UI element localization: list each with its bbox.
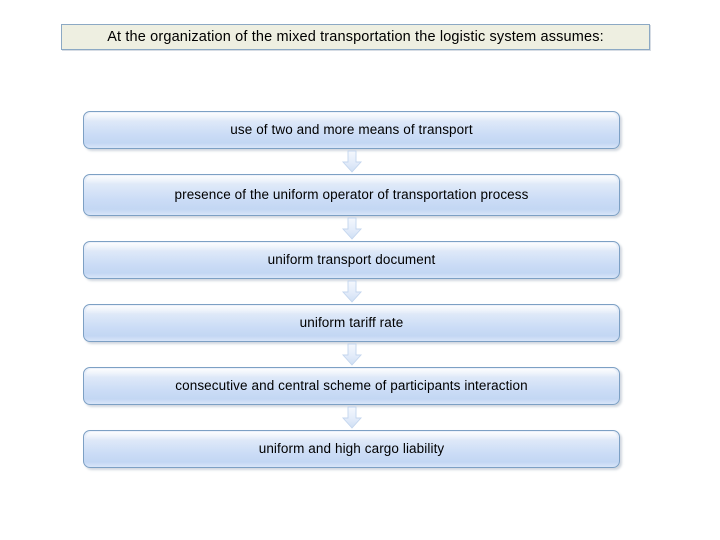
flow-box-label: presence of the uniform operator of tran… <box>174 186 529 202</box>
flow-step-6: uniform and high cargo liability <box>83 430 620 468</box>
flow-connector-4 <box>83 342 620 367</box>
down-arrow-icon <box>341 405 363 430</box>
flow-connector-1 <box>83 149 620 174</box>
flow-box-presence-of-the-uniform-operator[interactable]: presence of the uniform operator of tran… <box>83 174 620 216</box>
flow-step-5: consecutive and central scheme of partic… <box>83 367 620 405</box>
flow-box-uniform-transport-document[interactable]: uniform transport document <box>83 241 620 279</box>
flow-box-label: uniform tariff rate <box>299 314 404 330</box>
flow-step-4: uniform tariff rate <box>83 304 620 342</box>
flow-step-2: presence of the uniform operator of tran… <box>83 174 620 216</box>
flow-connector-2 <box>83 216 620 241</box>
flow-box-consecutive-and-central-scheme[interactable]: consecutive and central scheme of partic… <box>83 367 620 405</box>
flow-box-uniform-tariff-rate[interactable]: uniform tariff rate <box>83 304 620 342</box>
slide-title-banner: At the organization of the mixed transpo… <box>61 24 650 50</box>
page-title: At the organization of the mixed transpo… <box>107 28 604 45</box>
flow-box-label: use of two and more means of transport <box>230 121 473 137</box>
flow-box-label: consecutive and central scheme of partic… <box>175 377 528 393</box>
down-arrow-icon <box>341 216 363 241</box>
down-arrow-icon <box>341 342 363 367</box>
flow-step-3: uniform transport document <box>83 241 620 279</box>
flow-box-label: uniform and high cargo liability <box>258 440 445 456</box>
flow-connector-3 <box>83 279 620 304</box>
flow-connector-5 <box>83 405 620 430</box>
flow-box-label: uniform transport document <box>267 251 436 267</box>
down-arrow-icon <box>341 279 363 304</box>
flow-box-uniform-and-high-cargo-liability[interactable]: uniform and high cargo liability <box>83 430 620 468</box>
process-flow-diagram: use of two and more means of transport <box>83 111 620 468</box>
flow-step-1: use of two and more means of transport <box>83 111 620 149</box>
flow-box-use-of-two-and-more-means-of-transport[interactable]: use of two and more means of transport <box>83 111 620 149</box>
down-arrow-icon <box>341 149 363 174</box>
